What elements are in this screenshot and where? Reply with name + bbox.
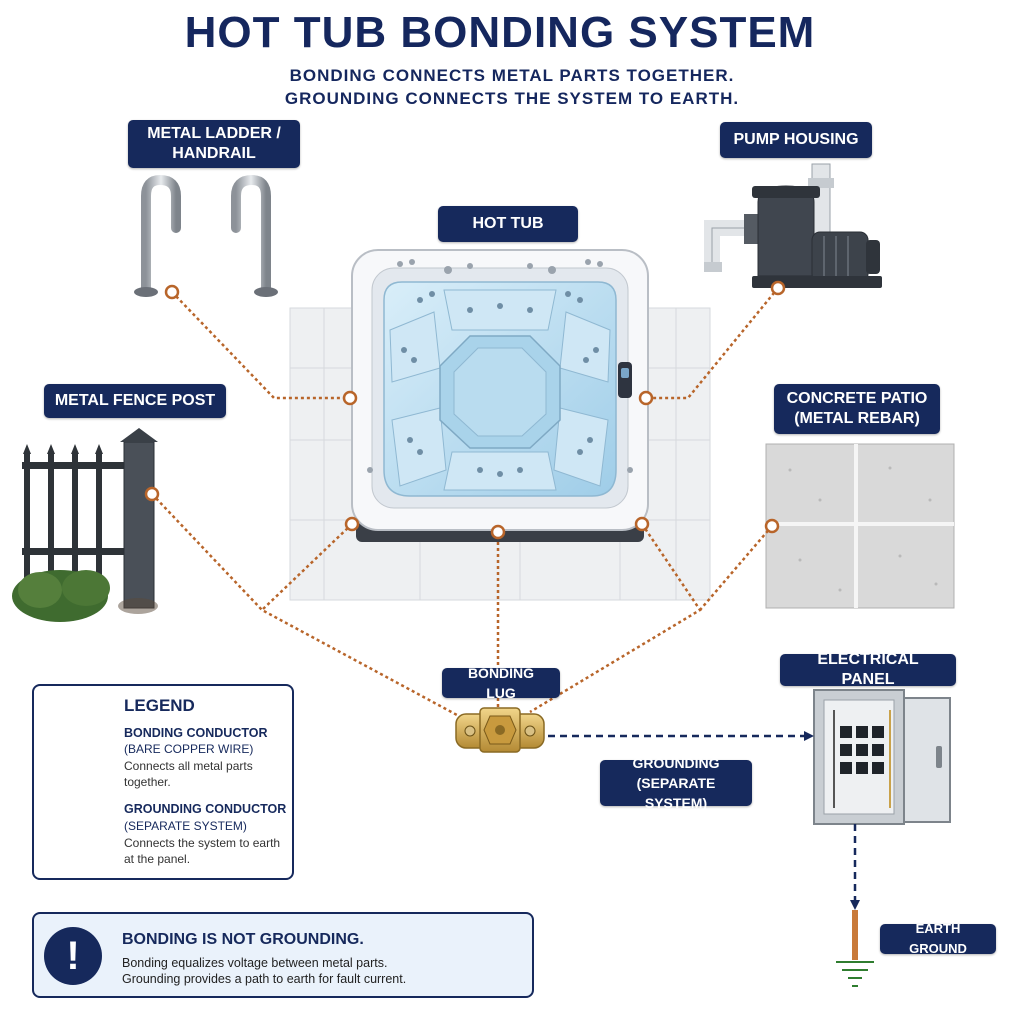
note-line-2: Grounding provides a path to earth for f… — [122, 972, 407, 986]
ladder-handrail-illustration — [134, 174, 278, 297]
legend-grounding-desc-line-1: Connects the system to earth — [124, 836, 281, 850]
metal-fence-illustration — [12, 428, 158, 622]
label-pump-housing: PUMP HOUSING — [720, 122, 872, 158]
page-subtitle: BONDING CONNECTS METAL PARTS TOGETHER. G… — [0, 64, 1024, 110]
connection-point-pump — [770, 280, 786, 296]
connection-point-fence — [144, 486, 160, 502]
label-hot-tub: HOT TUB — [438, 206, 578, 242]
exclamation-icon: ! — [44, 927, 102, 985]
electrical-panel-illustration — [813, 689, 951, 825]
legend-bonding-subheading: (BARE COPPER WIRE) — [124, 742, 254, 756]
bond-wire-pump — [646, 287, 779, 400]
grounding-conductors — [548, 734, 857, 904]
legend-title: LEGEND — [124, 696, 195, 715]
legend-bonding-desc-line-2: together. — [124, 775, 171, 789]
legend-grounding-desc-line-2: at the panel. — [124, 852, 191, 866]
legend-panel: LEGEND BONDING CONDUCTOR (BARE COPPER WI… — [32, 684, 294, 880]
legend-bonding-desc-line-1: Connects all metal parts — [124, 759, 253, 773]
bonding-conductors — [151, 287, 779, 724]
label-earth-ground: EARTH GROUND — [880, 921, 996, 956]
connection-point-tub-left — [342, 390, 358, 406]
legend-grounding-subheading: (SEPARATE SYSTEM) — [124, 819, 247, 833]
legend-bonding-heading: BONDING CONDUCTOR — [124, 726, 268, 740]
bond-wire-ladder — [171, 291, 350, 400]
label-metal-fence-post: METAL FENCE POST — [44, 384, 226, 418]
legend-bonding-description: Connects all metal parts together. — [124, 758, 294, 790]
connection-point-tub-bottom-left — [344, 516, 360, 532]
bonding-lug-illustration — [455, 707, 545, 753]
connection-point-tub-right — [638, 390, 654, 406]
pump-housing-illustration — [704, 163, 882, 288]
warning-note: ! BONDING IS NOT GROUNDING. Bonding equa… — [32, 912, 534, 998]
label-bonding-lug: BONDING LUG — [442, 665, 560, 701]
connection-point-ladder — [164, 284, 180, 300]
bond-wire-tub-left — [261, 523, 353, 611]
label-patio-line-1: CONCRETE PATIO — [786, 390, 928, 407]
earth-ground-illustration — [836, 910, 874, 987]
label-grounding-line-2: (SEPARATE SYSTEM) — [636, 775, 716, 811]
connection-point-tub-bottom-right — [634, 516, 650, 532]
connection-point-tub-bottom-center — [490, 524, 506, 540]
hot-tub-illustration — [351, 249, 649, 542]
legend-grounding-heading: GROUNDING CONDUCTOR — [124, 802, 287, 816]
bonding-connection-points — [144, 280, 786, 540]
label-grounding-separate: GROUNDING (SEPARATE SYSTEM) — [600, 755, 752, 811]
label-patio-line-2: (METAL REBAR) — [794, 410, 920, 427]
concrete-patio-illustration — [765, 443, 955, 609]
label-ladder-handrail: METAL LADDER / HANDRAIL — [128, 120, 300, 168]
ground-arrow-to-panel — [804, 731, 814, 741]
subtitle-line-2: GROUNDING CONNECTS THE SYSTEM TO EARTH. — [284, 89, 740, 108]
bond-wire-patio — [699, 525, 773, 611]
note-line-1: Bonding equalizes voltage between metal … — [122, 956, 388, 970]
note-heading: BONDING IS NOT GROUNDING. — [122, 931, 364, 948]
ground-arrow-to-earth — [850, 900, 860, 910]
label-ladder-line-2: HANDRAIL — [172, 145, 256, 162]
label-electrical-panel: ELECTRICAL PANEL — [780, 651, 956, 688]
label-concrete-patio: CONCRETE PATIO (METAL REBAR) — [774, 384, 940, 434]
label-ladder-line-1: METAL LADDER / — [147, 125, 281, 142]
page-title: HOT TUB BONDING SYSTEM — [184, 8, 816, 57]
label-grounding-line-1: GROUNDING — [632, 755, 720, 771]
connection-point-patio — [764, 518, 780, 534]
legend-grounding-description: Connects the system to earth at the pane… — [124, 835, 294, 867]
subtitle-line-1: BONDING CONNECTS METAL PARTS TOGETHER. — [289, 66, 735, 85]
